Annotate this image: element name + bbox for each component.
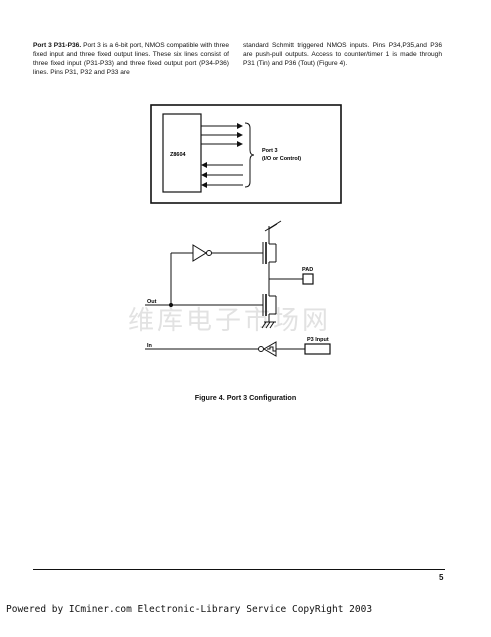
- page-number: 5: [439, 573, 444, 582]
- figure-caption: Figure 4. Port 3 Configuration: [194, 393, 297, 402]
- port3-configuration-figure: Z8604 Port 3 (I/O or Control): [145, 104, 342, 357]
- port-label-line1: Port 3: [262, 148, 278, 154]
- port-label-line2: (I/O or Control): [262, 156, 301, 162]
- left-column-paragraph: Port 3 P31-P36. Port 3 is a 6-bit port, …: [33, 42, 229, 78]
- right-column-paragraph: standard Schmitt triggered NMOS inputs. …: [243, 42, 442, 67]
- copyright-footer: Powered by ICminer.com Electronic-Librar…: [6, 604, 373, 615]
- left-heading: Port 3 P31-P36.: [33, 42, 82, 49]
- output-driver-schematic: [145, 220, 331, 357]
- left-column-text: Port 3 is a 6-bit port, NMOS compatible …: [33, 42, 229, 76]
- chip-block: [162, 113, 202, 193]
- figure-frame: [150, 104, 342, 204]
- pad-label: PAD: [302, 267, 313, 273]
- chip-label: Z8604: [170, 152, 187, 158]
- p3-input-label: P3 Input: [307, 337, 329, 343]
- in-label: In: [147, 343, 153, 349]
- port-brace: [244, 122, 255, 188]
- footer-rule: [33, 569, 445, 570]
- input-arrows: [201, 162, 243, 188]
- output-arrows: [201, 123, 243, 147]
- out-label: Out: [147, 299, 157, 305]
- watermark: 维库电子市场网: [128, 306, 332, 336]
